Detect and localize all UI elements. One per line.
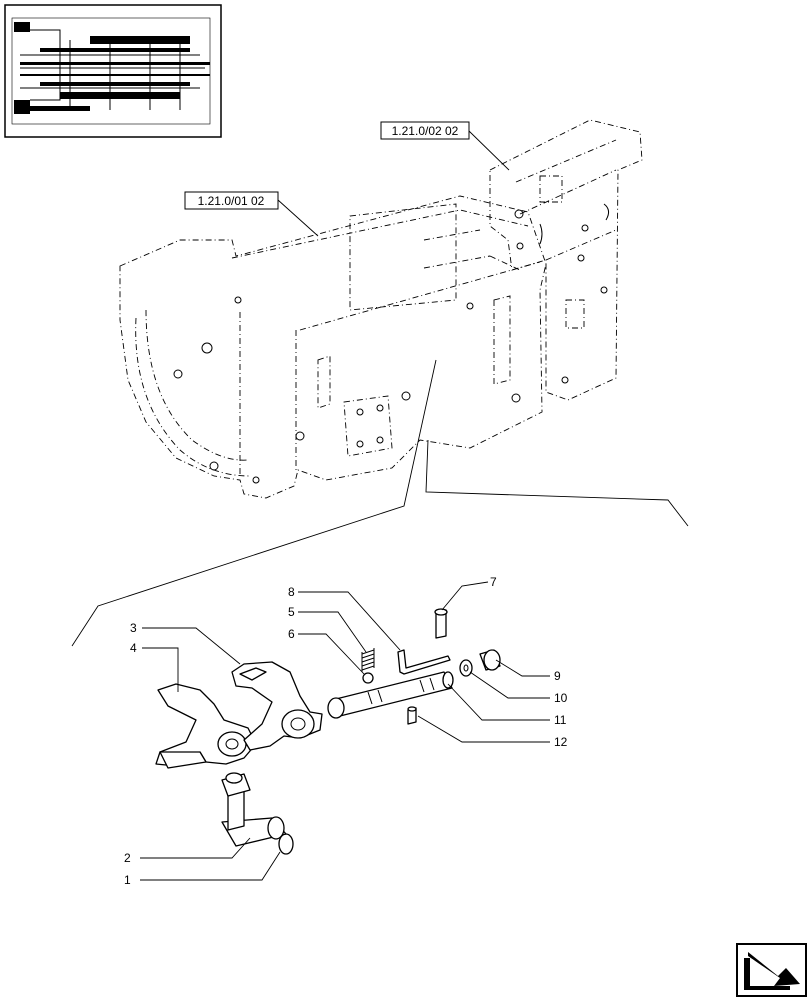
leader-6 [298,633,365,675]
leader-4 [142,647,179,692]
shift-fork-right [231,661,323,751]
leader-5 [298,611,367,653]
pivot-pin [221,772,287,847]
ref-box-rear-housing[interactable]: 1.21.0/02 02 [380,121,470,140]
callout-6: 6 [288,627,295,641]
callout-11: 11 [554,713,567,727]
callout-7: 7 [490,575,497,589]
leader-12 [417,715,550,743]
ref-front-housing-label: 1.21.0/01 02 [198,194,265,208]
callout-2: 2 [124,851,131,865]
callout-1: 1 [124,873,131,887]
callout-5: 5 [288,605,295,619]
leader-3 [142,627,241,665]
shift-fork-left [155,683,257,769]
callout-12: 12 [554,735,568,749]
washer [459,659,473,677]
callout-9: 9 [554,669,561,683]
selector-rod [327,671,454,719]
leader-8 [298,591,401,651]
ref-box-front-housing[interactable]: 1.21.0/01 02 [184,191,279,210]
leader-11 [447,683,550,721]
leader-7 [441,581,489,611]
next-page-arrow-icon[interactable] [736,943,807,997]
bolt [434,608,448,639]
housing-to-forks-leader [71,359,437,647]
callout-8: 8 [288,585,295,599]
l-rod [397,649,451,675]
leader-1 [140,851,281,881]
ref-rear-leader [468,130,510,171]
main-gearbox-housing [119,195,547,499]
spring [361,648,375,672]
dowel-pin [407,706,417,725]
callout-4: 4 [130,641,137,655]
callout-3: 3 [130,621,137,635]
transmission-section-thumbnail-icon[interactable] [4,4,222,138]
ref-rear-housing-label: 1.21.0/02 02 [392,124,459,138]
rear-transmission-housing [489,119,643,401]
detent-ball [362,672,374,684]
leader-9 [495,659,550,677]
ref-front-leader [277,199,319,237]
housing-to-shaft-leader [425,439,689,527]
leader-2 [140,837,251,859]
leader-10 [469,671,550,699]
callout-10: 10 [554,691,568,705]
bush [479,649,501,671]
